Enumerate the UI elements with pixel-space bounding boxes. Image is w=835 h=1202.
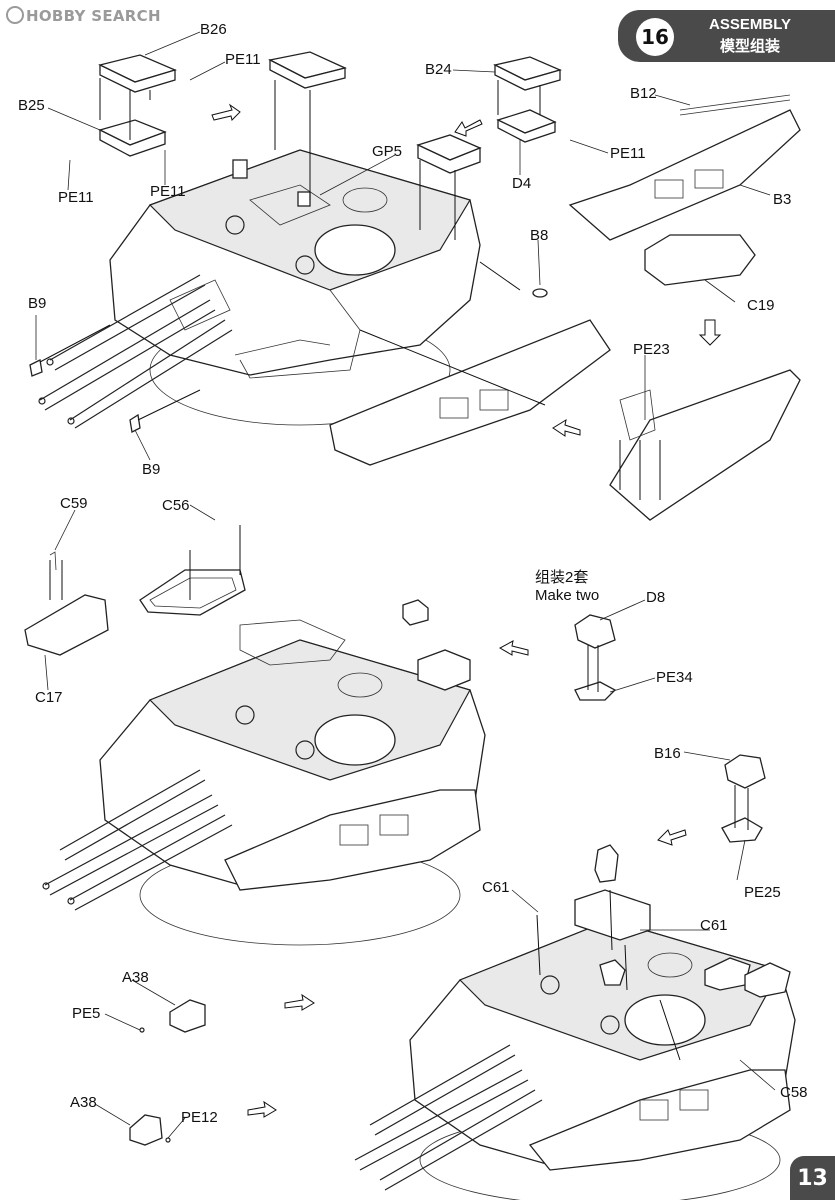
side-box-pe23 — [609, 369, 801, 521]
label-b8: B8 — [530, 227, 549, 244]
label-pe11: PE11 — [225, 51, 261, 68]
page-number: 13 — [790, 1156, 835, 1200]
label-d8: D8 — [646, 589, 666, 606]
label-b24: B24 — [425, 61, 452, 78]
watermark-text: HOBBY SEARCH — [26, 7, 161, 25]
front-plate-top — [329, 319, 611, 466]
label-c58: C58 — [780, 1084, 808, 1101]
label-c61: C61 — [482, 879, 510, 896]
note-make-two-zh: 组装2套 — [535, 569, 589, 586]
label-pe11: PE11 — [58, 189, 94, 206]
turret-middle — [42, 599, 486, 946]
turret-top-left — [38, 149, 481, 429]
label-b9: B9 — [28, 295, 47, 312]
label-c17: C17 — [35, 689, 63, 706]
label-b3: B3 — [773, 191, 792, 208]
label-b25: B25 — [18, 97, 45, 114]
note-make-two-en: Make two — [535, 587, 600, 604]
label-c61: C61 — [700, 917, 728, 934]
label-c19: C19 — [747, 297, 775, 314]
label-pe34: PE34 — [656, 669, 693, 686]
label-a38: A38 — [70, 1094, 97, 1111]
b9-b8-parts — [29, 261, 548, 433]
label-pe11: PE11 — [610, 145, 646, 162]
label-pe5: PE5 — [72, 1005, 101, 1022]
label-gp5: GP5 — [372, 143, 403, 160]
header-title-en: ASSEMBLY — [709, 16, 791, 33]
side-box-b3 — [568, 94, 801, 286]
watermark: HOBBY SEARCH — [6, 6, 161, 25]
header-title-zh: 模型组装 — [719, 37, 780, 55]
label-c56: C56 — [162, 497, 190, 514]
label-b26: B26 — [200, 21, 227, 38]
label-pe23: PE23 — [633, 341, 670, 358]
label-pe25: PE25 — [744, 884, 781, 901]
d8-pe34-parts — [574, 614, 617, 701]
b16-pe25-parts — [721, 754, 766, 843]
label-b12: B12 — [630, 85, 657, 102]
a38-parts — [129, 999, 206, 1146]
label-pe12: PE12 — [181, 1109, 218, 1126]
step-number: 16 — [636, 18, 674, 56]
hobby-search-logo-icon — [6, 6, 24, 24]
label-b16: B16 — [654, 745, 681, 762]
label-b9: B9 — [142, 461, 161, 478]
label-d4: D4 — [512, 175, 532, 192]
leader-lines — [35, 31, 776, 1139]
label-c59: C59 — [60, 495, 88, 512]
top-small-parts — [98, 51, 562, 240]
label-pe11: PE11 — [150, 183, 186, 200]
label-a38: A38 — [122, 969, 149, 986]
direction-arrows — [211, 103, 722, 1118]
hatch-parts — [24, 525, 246, 656]
turret-bottom — [354, 844, 796, 1200]
